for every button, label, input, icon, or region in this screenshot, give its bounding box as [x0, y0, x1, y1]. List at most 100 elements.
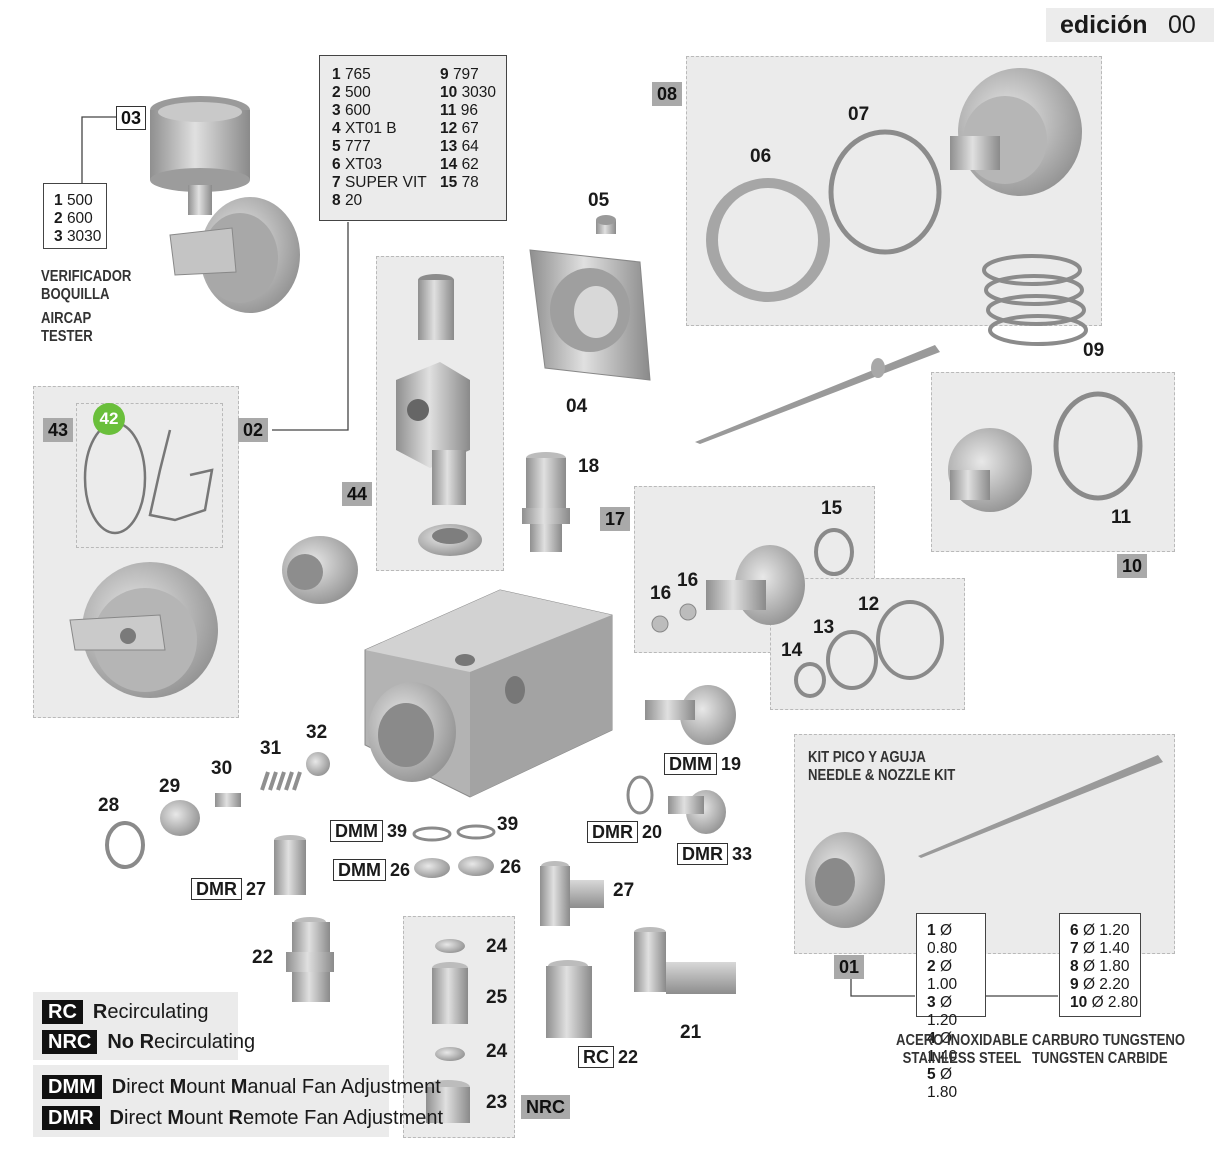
fittings-right-drawing [540, 861, 736, 1038]
badge-42-text: 42 [99, 409, 119, 428]
group-08-drawing [706, 68, 1082, 302]
legend-nrc-code: NRC [42, 1030, 98, 1054]
list-03-row-3: 3 3030 [54, 228, 102, 245]
list-02-row-1: 1 765 [332, 66, 371, 83]
part-23: 23 [486, 1092, 508, 1113]
flange-drawing [529, 215, 651, 381]
knobs-drawing [626, 685, 736, 834]
part-22: 22 [252, 947, 274, 968]
panel-17b [770, 578, 965, 710]
fitting-18-drawing [522, 452, 570, 552]
retaining-rings-drawing [83, 421, 214, 535]
list-02-row-7: 7 SUPER VIT [332, 174, 427, 191]
tag-03: 03 [116, 106, 147, 130]
part-14: 14 [781, 640, 803, 661]
fitting-22-drawing [286, 917, 334, 1002]
list-02-row-2: 2 500 [332, 84, 371, 101]
list-03-row-1: 1 500 [54, 192, 93, 209]
tag-08: 08 [652, 82, 683, 106]
part-13: 13 [813, 617, 835, 638]
part-28: 28 [98, 795, 120, 816]
small-parts-drawing [105, 752, 496, 878]
part-27: 27 [613, 880, 635, 901]
list-01b-row-4: 9 Ø 2.20 [1070, 976, 1130, 993]
list-02-row-4: 4 XT01 B [332, 120, 397, 137]
list-02-row-5: 5 777 [332, 138, 371, 155]
part-39: 39 [497, 814, 519, 835]
kit-01-drawing [805, 755, 1163, 928]
tag-nrc: NRC [521, 1095, 570, 1119]
part-24b: 24 [486, 1041, 508, 1062]
aircap-tester-drawing [150, 96, 300, 313]
list-02-row-3: 3 600 [332, 102, 371, 119]
gun-body-drawing [364, 589, 613, 798]
part-12: 12 [858, 594, 880, 615]
tag-43: 43 [43, 418, 74, 442]
list-02-row-13: 13 64 [440, 138, 479, 155]
tag-44: 44 [342, 482, 373, 506]
part-26: 26 [500, 857, 522, 878]
list-02-row-15: 15 78 [440, 174, 479, 191]
list-01b-row-5: 10 Ø 2.80 [1070, 994, 1139, 1011]
group-10-drawing [948, 391, 1143, 512]
list-01a-row-2: 2 Ø 1.00 [927, 958, 958, 993]
part-29: 29 [159, 776, 181, 797]
list-box-02: 1 765 2 500 3 600 4 XT01 B 5 777 6 XT03 … [319, 55, 507, 221]
part-11: 11 [1111, 507, 1132, 528]
group-17-drawing [651, 528, 944, 698]
list-01b-row-2: 7 Ø 1.40 [1070, 940, 1130, 957]
part-32: 32 [306, 722, 328, 743]
list-box-03: 1 500 2 600 3 3030 [43, 183, 107, 249]
list-02-row-6: 6 XT03 [332, 156, 382, 173]
tag-10: 10 [1117, 554, 1148, 578]
list-03-row-2: 2 600 [54, 210, 93, 227]
nozzle-drawing [282, 536, 358, 604]
aircap-drawing [69, 562, 218, 698]
part-06: 06 [750, 146, 772, 167]
list-02-row-10: 10 3030 [440, 84, 497, 101]
swivel-parts-drawing [396, 274, 482, 556]
part-31: 31 [260, 738, 282, 759]
list-02-row-12: 12 67 [440, 120, 479, 137]
fitting-27-drawing [274, 835, 306, 895]
list-01a-row-3: 3 Ø 1.20 [927, 994, 958, 1029]
spring-drawing [982, 254, 1088, 346]
part-05: 05 [588, 190, 610, 211]
legend-rc-code: RC [42, 1000, 83, 1024]
part-09: 09 [1083, 340, 1105, 361]
list-02-row-14: 14 62 [440, 156, 479, 173]
leader-lines [81, 116, 1058, 997]
list-box-01a: 1 Ø 0.80 2 Ø 1.00 3 Ø 1.20 4 Ø 1.40 5 Ø … [916, 913, 986, 1101]
part-16b: 16 [677, 570, 699, 591]
list-01a-row-5: 5 Ø 1.80 [927, 1066, 958, 1101]
part-25: 25 [486, 987, 508, 1008]
part-16a: 16 [650, 583, 672, 604]
list-02-row-9: 9 797 [440, 66, 479, 83]
list-box-01b: 6 Ø 1.20 7 Ø 1.40 8 Ø 1.80 9 Ø 2.20 10 Ø… [1059, 913, 1141, 1017]
edition-word: edición [1060, 11, 1148, 39]
list-01b-row-1: 6 Ø 1.20 [1070, 922, 1130, 939]
part-15: 15 [821, 498, 843, 519]
list-01b-row-3: 8 Ø 1.80 [1070, 958, 1130, 975]
part-24a: 24 [486, 936, 508, 957]
part-04: 04 [566, 396, 588, 417]
needle-drawing [695, 345, 940, 444]
part-21: 21 [680, 1022, 702, 1043]
list-01a-row-1: 1 Ø 0.80 [927, 922, 958, 957]
edition-number: 00 [1168, 11, 1196, 39]
list-02-row-11: 11 96 [440, 102, 478, 119]
